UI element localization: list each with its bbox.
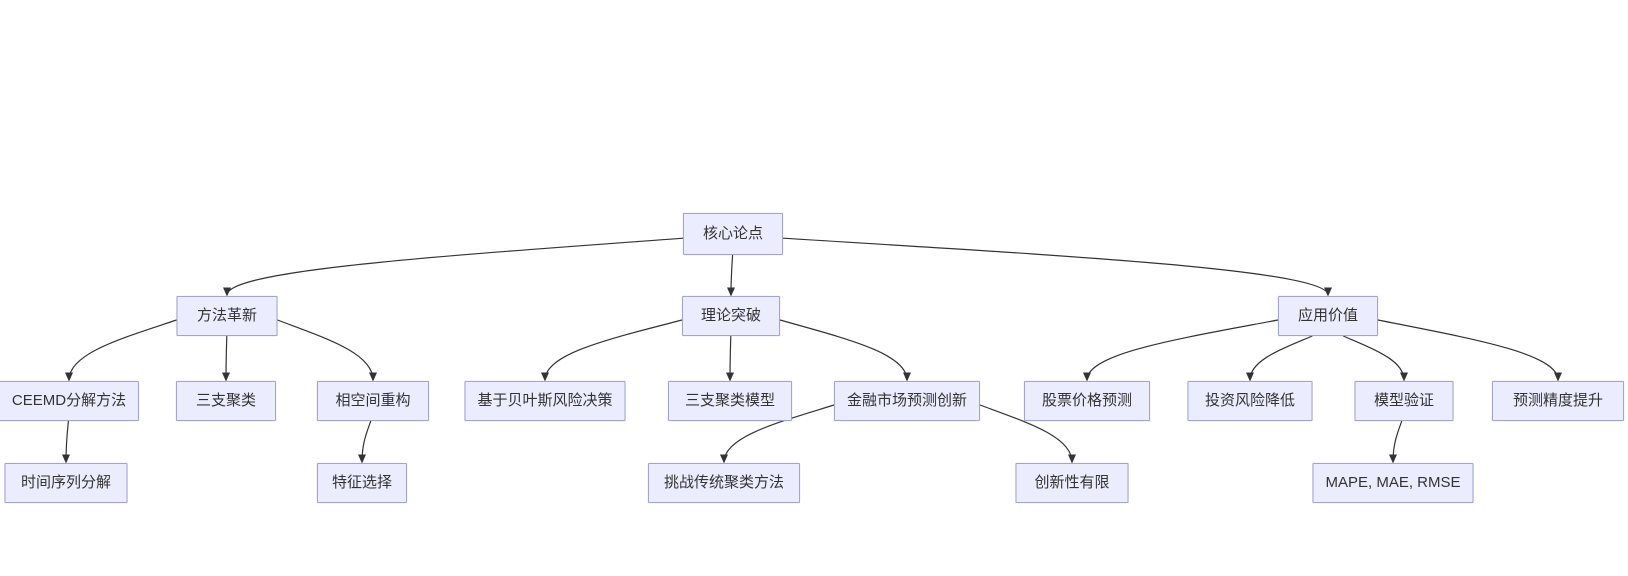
edge-root-to-application <box>782 237 1332 297</box>
edge-phase-space-to-feature <box>358 420 372 464</box>
diagram-node-three-way-model: 三支聚类模型 <box>668 381 792 421</box>
edge-theory-to-finance-innovation <box>779 319 911 382</box>
diagram-node-label: 三支聚类模型 <box>684 392 775 409</box>
diagram-node-label: 相空间重构 <box>335 392 411 409</box>
edge-method-to-three-way <box>222 335 231 382</box>
edge-root-to-theory <box>727 254 736 297</box>
diagram-node-phase-space: 相空间重构 <box>317 381 429 421</box>
diagram-node-finance-innovation: 金融市场预测创新 <box>833 381 981 421</box>
diagram-node-label: 创新性有限 <box>1034 474 1110 491</box>
diagram-node-label: 时间序列分解 <box>20 474 111 491</box>
diagram-node-theory: 理论突破 <box>682 296 780 336</box>
diagram-node-method: 方法革新 <box>176 296 278 336</box>
diagram-node-label: 金融市场预测创新 <box>846 392 968 409</box>
diagram-node-label: 基于贝叶斯风险决策 <box>477 392 613 409</box>
diagram-node-root: 核心论点 <box>683 213 783 255</box>
diagram-node-label: MAPE, MAE, RMSE <box>1325 474 1461 491</box>
diagram-node-label: 核心论点 <box>702 225 763 242</box>
edge-method-to-phase-space <box>277 319 377 382</box>
diagram-node-label: 应用价值 <box>1297 307 1358 324</box>
diagram-node-decomposition: 时间序列分解 <box>4 463 128 503</box>
edge-theory-to-bayes <box>541 319 683 382</box>
diagram-node-label: 投资风险降低 <box>1204 392 1295 409</box>
diagram-node-label: 模型验证 <box>1373 392 1434 409</box>
diagram-node-label: 理论突破 <box>700 307 761 324</box>
diagram-node-ceemd: CEEMD分解方法 <box>0 381 140 421</box>
diagram-node-label: 特征选择 <box>331 474 392 491</box>
diagram-node-bayes: 基于贝叶斯风险决策 <box>464 381 626 421</box>
edge-application-to-accuracy <box>1377 319 1562 382</box>
diagram-node-accuracy: 预测精度提升 <box>1492 381 1624 421</box>
diagram-node-limited: 创新性有限 <box>1015 463 1129 503</box>
diagram-node-validation: 模型验证 <box>1354 381 1454 421</box>
diagram-node-application: 应用价值 <box>1278 296 1378 336</box>
diagram-node-metrics: MAPE, MAE, RMSE <box>1312 463 1474 503</box>
diagram-node-risk: 投资风险降低 <box>1187 381 1313 421</box>
edge-application-to-risk <box>1246 335 1313 382</box>
diagram-node-three-way: 三支聚类 <box>176 381 276 421</box>
diagram-node-label: 股票价格预测 <box>1041 392 1132 409</box>
edge-theory-to-three-way-model <box>726 335 735 382</box>
diagram-node-label: 方法革新 <box>196 307 257 324</box>
diagram-node-label: 挑战传统聚类方法 <box>663 474 784 491</box>
edge-validation-to-metrics <box>1389 420 1403 464</box>
diagram-node-feature: 特征选择 <box>317 463 407 503</box>
edge-method-to-ceemd <box>65 319 177 382</box>
diagram-node-label: 三支聚类 <box>195 392 256 409</box>
diagram-node-stock: 股票价格预测 <box>1024 381 1150 421</box>
edge-root-to-method <box>223 237 684 297</box>
diagram-node-label: 预测精度提升 <box>1512 392 1603 409</box>
edge-application-to-stock <box>1083 319 1279 382</box>
edge-ceemd-to-decomposition <box>62 420 71 464</box>
diagram-node-label: CEEMD分解方法 <box>11 392 127 409</box>
diagram-node-challenge: 挑战传统聚类方法 <box>648 463 800 503</box>
edge-application-to-validation <box>1342 335 1408 382</box>
